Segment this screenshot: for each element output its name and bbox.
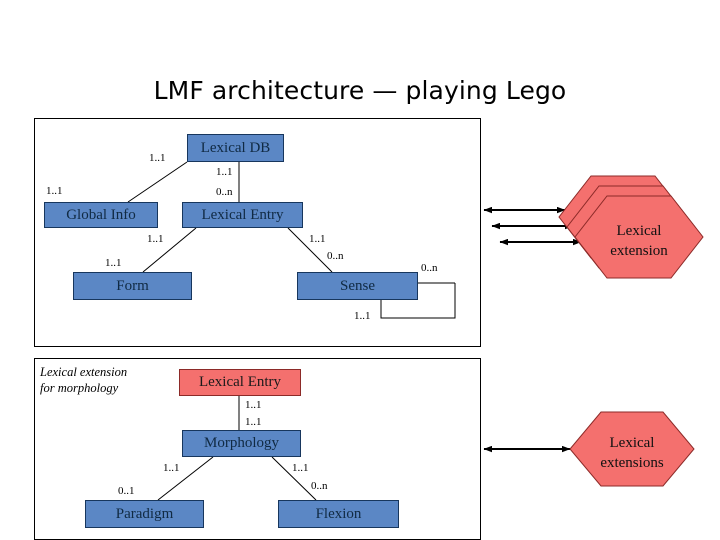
lexical-extension-stack: [558, 175, 704, 279]
panel-note-morphology: Lexical extension for morphology: [40, 365, 127, 396]
node-morph-lexical-entry[interactable]: Lexical Entry: [179, 369, 301, 396]
multiplicity-db-entry-top: 1..1: [216, 166, 233, 178]
node-global-info[interactable]: Global Info: [44, 202, 158, 228]
node-label: Morphology: [204, 435, 279, 451]
multiplicity-morph-flexion-top: 1..1: [292, 462, 309, 474]
lexical-extension-hexagon-1: [574, 195, 704, 279]
multiplicity-db-globalinfo-top: 1..1: [149, 152, 166, 164]
edge-entry-form: [142, 227, 197, 273]
multiplicity-entry-morph-top: 1..1: [245, 399, 262, 411]
edge-morphology-flexion: [271, 456, 317, 501]
node-label: Form: [116, 277, 149, 294]
node-paradigm[interactable]: Paradigm: [85, 500, 204, 528]
multiplicity-morph-flexion-bottom: 0..n: [311, 480, 328, 492]
multiplicity-db-entry-bottom: 0..n: [216, 186, 233, 198]
page-title: LMF architecture — playing Lego: [153, 76, 567, 105]
node-label: Lexical Entry: [198, 374, 282, 390]
multiplicity-entry-sense-bottom: 0..n: [327, 250, 344, 262]
panel-note-line-2: for morphology: [40, 380, 119, 395]
node-lexical-db[interactable]: Lexical DB: [187, 134, 284, 162]
node-morphology[interactable]: Morphology: [182, 430, 301, 457]
multiplicity-db-globalinfo-bottom: 1..1: [46, 185, 63, 197]
edge-morphology-paradigm: [157, 456, 214, 501]
multiplicity-entry-sense-top: 1..1: [309, 233, 326, 245]
edge-entry-sense: [287, 227, 333, 273]
core-model-panel: [34, 118, 481, 347]
node-lexical-entry[interactable]: Lexical Entry: [182, 202, 303, 228]
edge-sense-self: [380, 283, 456, 319]
multiplicity-sense-self-top: 0..n: [421, 262, 438, 274]
node-label: Lexical DB: [200, 139, 271, 156]
multiplicity-entry-morph-bottom: 1..1: [245, 416, 262, 428]
node-label: Lexical Entry: [201, 206, 284, 223]
edge-db-globalinfo: [127, 161, 188, 203]
multiplicity-morph-paradigm-bottom: 0..1: [118, 485, 135, 497]
multiplicity-entry-form-top: 1..1: [147, 233, 164, 245]
panel-note-line-1: Lexical extension: [40, 365, 128, 379]
node-form[interactable]: Form: [73, 272, 192, 300]
node-label: Global Info: [66, 206, 136, 223]
node-label: Flexion: [315, 505, 362, 522]
multiplicity-sense-self-bottom: 1..1: [354, 310, 371, 322]
node-label: Sense: [340, 277, 375, 294]
lexical-extensions-hexagon: [569, 411, 695, 487]
node-label: Paradigm: [115, 505, 174, 522]
multiplicity-morph-paradigm-top: 1..1: [163, 462, 180, 474]
node-sense[interactable]: Sense: [297, 272, 418, 300]
node-flexion[interactable]: Flexion: [278, 500, 399, 528]
multiplicity-entry-form-bottom: 1..1: [105, 257, 122, 269]
